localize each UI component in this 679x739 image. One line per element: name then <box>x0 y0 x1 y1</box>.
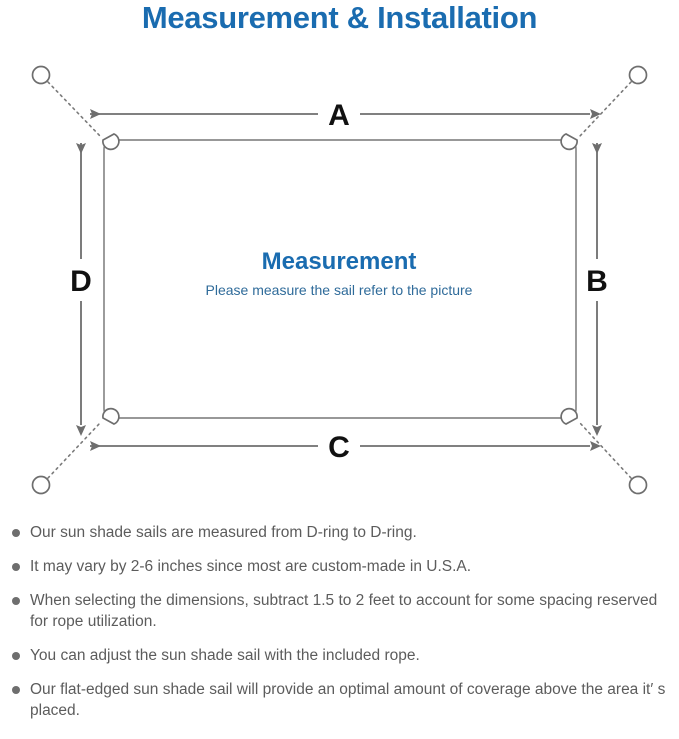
d-ring-top-left-icon <box>102 133 120 151</box>
dimension-a: A <box>90 99 601 132</box>
measurement-diagram-svg: A C D B Measurement Please measure the s… <box>31 65 648 495</box>
note-text: Our sun shade sails are measured from D-… <box>30 524 417 541</box>
dimension-a-label: A <box>328 99 350 132</box>
anchor-ring-top-left-icon <box>31 65 51 85</box>
sail-body <box>103 139 577 419</box>
note-text: Our flat-edged sun shade sail will provi… <box>30 681 666 719</box>
page-title: Measurement & Installation <box>141 0 538 35</box>
anchor-ring-bottom-right-icon <box>628 475 648 495</box>
bullet-icon <box>12 652 20 660</box>
note-text: When selecting the dimensions, subtract … <box>30 592 658 630</box>
rope-top-left <box>47 81 101 137</box>
anchor-ring-top-right-icon <box>628 65 648 85</box>
notes-list: Our sun shade sails are measured from D-… <box>0 522 679 734</box>
note-text: It may vary by 2-6 inches since most are… <box>30 558 472 575</box>
dimension-b-label: B <box>586 265 608 298</box>
diagram-center-subtitle: Please measure the sail refer to the pic… <box>206 282 473 298</box>
note-text: You can adjust the sun shade sail with t… <box>30 647 420 664</box>
diagram-center-title: Measurement <box>262 248 417 275</box>
bullet-icon <box>12 597 20 605</box>
bullet-icon <box>12 529 20 537</box>
dimension-d: D <box>70 143 92 436</box>
dimension-d-label: D <box>70 265 92 298</box>
rope-bottom-right <box>579 422 632 479</box>
note-item: Our sun shade sails are measured from D-… <box>0 522 679 543</box>
note-item: You can adjust the sun shade sail with t… <box>0 645 679 666</box>
anchor-ring-bottom-left-icon <box>31 475 51 495</box>
rope-top-right <box>579 81 632 137</box>
rope-lines <box>47 81 632 479</box>
dimension-c: C <box>90 431 601 464</box>
note-item: When selecting the dimensions, subtract … <box>0 590 679 632</box>
d-ring-top-right-icon <box>560 133 578 151</box>
d-ring-bottom-right-icon <box>560 407 578 425</box>
dimension-b: B <box>586 143 608 436</box>
note-item: It may vary by 2-6 inches since most are… <box>0 556 679 577</box>
bullet-icon <box>12 686 20 694</box>
note-item: Our flat-edged sun shade sail will provi… <box>0 679 679 721</box>
anchor-rings <box>31 65 648 495</box>
d-rings <box>102 133 578 425</box>
dimension-c-label: C <box>328 431 350 464</box>
measurement-diagram: A C D B Measurement Please measure the s… <box>0 44 679 514</box>
bullet-icon <box>12 563 20 571</box>
d-ring-bottom-left-icon <box>102 407 120 425</box>
rope-bottom-left <box>47 422 101 479</box>
